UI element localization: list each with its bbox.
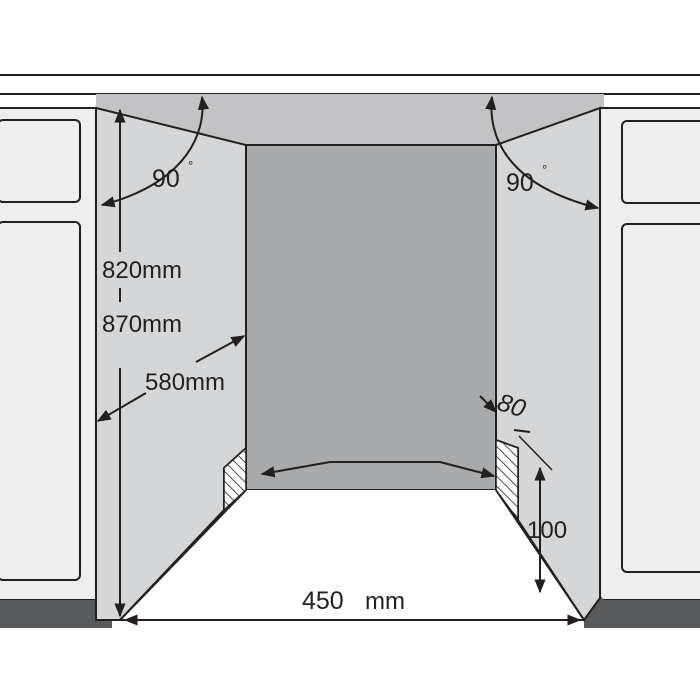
depth-dimension-lower [96, 392, 147, 422]
right-degree-symbol: ° [542, 162, 547, 177]
right-cabinet [584, 107, 700, 628]
depth-dimension-upper [195, 335, 246, 363]
right-angle-label: 90 [506, 169, 534, 197]
width-unit-label: mm [365, 588, 405, 615]
width-value-label: 450 [302, 587, 344, 615]
right-hatched-notch [495, 438, 519, 523]
notch-height-label: 100 [527, 517, 567, 544]
notch-height-ext-top [518, 435, 553, 471]
height-min-label: 820mm [102, 257, 182, 284]
left-hatched-notch [223, 446, 247, 512]
left-plinth [0, 588, 112, 628]
depth-label: 580mm [145, 369, 225, 396]
floor-left-edge [119, 489, 247, 621]
height-max-label: 870mm [102, 311, 182, 338]
back-wall [245, 144, 497, 491]
countertop [0, 74, 700, 95]
left-degree-symbol: ° [188, 158, 193, 173]
back-width-arrow [260, 461, 496, 479]
niche-floor [120, 490, 584, 620]
notch-depth-tick [513, 429, 531, 433]
right-angle-arc [485, 95, 600, 211]
left-angle-arc [100, 95, 210, 208]
niche-ceiling [96, 94, 604, 145]
notch-depth-arrow [479, 395, 497, 413]
left-angle-label: 90 [152, 165, 180, 193]
left-cabinet [0, 107, 112, 628]
right-plinth [584, 588, 700, 628]
